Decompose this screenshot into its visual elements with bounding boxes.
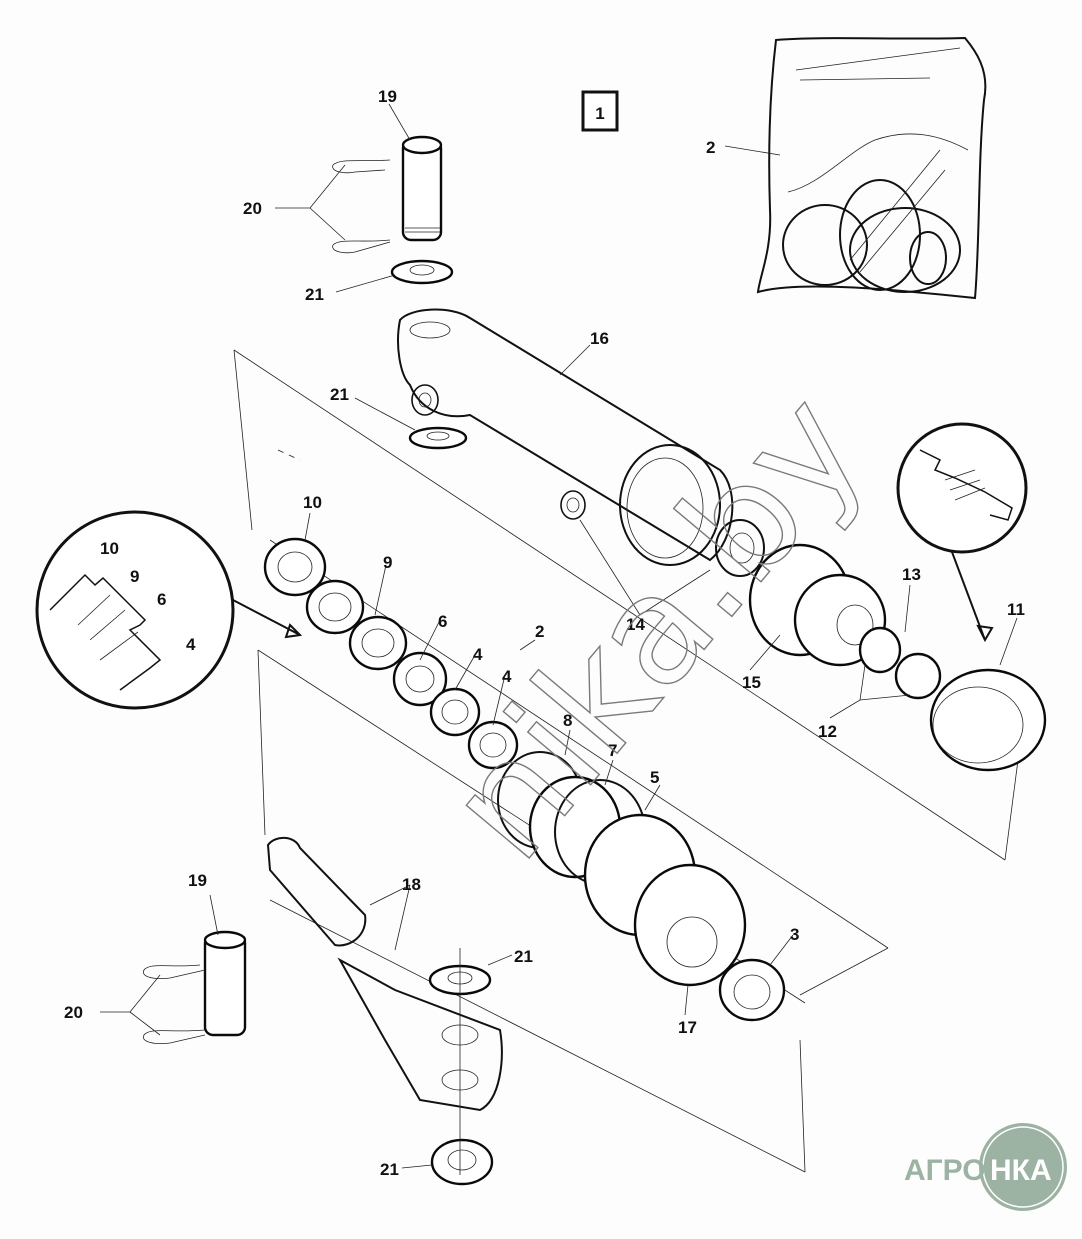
detail-label-10: 10	[100, 539, 119, 558]
callout-13: 13	[902, 565, 921, 584]
detail-label-4: 4	[186, 635, 196, 654]
callout-10: 10	[303, 493, 322, 512]
detail-label-6: 6	[157, 590, 166, 609]
callout-3: 3	[790, 925, 799, 944]
top-pin	[401, 135, 443, 242]
logo: АГРО НКА	[904, 1123, 1067, 1211]
callout-4b: 4	[502, 667, 512, 686]
callout-7: 7	[608, 741, 617, 760]
callout-2-mid: 2	[535, 622, 544, 641]
seal-kit-bag	[756, 36, 987, 300]
top-washer	[390, 259, 454, 285]
piston-assembly	[497, 751, 786, 1022]
callout-20-bot: 20	[64, 1003, 83, 1022]
bottom-pin	[203, 930, 247, 1037]
detail-circle-right	[896, 422, 1028, 643]
callout-4a: 4	[473, 645, 483, 664]
callout-19-top: 19	[378, 87, 397, 106]
callout-14: 14	[626, 615, 645, 634]
callout-21-mid: 21	[330, 385, 349, 404]
callout-labels: 19 20 21 21 16 2 10 9 6 4 4 2 14 15 13 1…	[64, 87, 1025, 1179]
callout-15: 15	[742, 673, 761, 692]
detail-circle-left	[35, 510, 303, 710]
logo-text-left: АГРО	[904, 1154, 986, 1187]
rod-seal-stack	[263, 537, 519, 770]
piston-seal-ring	[929, 668, 1047, 772]
callout-20-top: 20	[243, 199, 262, 218]
gland-rings	[858, 626, 942, 700]
callout-5: 5	[650, 768, 659, 787]
bottom-clips	[142, 964, 206, 1044]
callout-11: 11	[1007, 600, 1025, 619]
cylinder-barrel	[397, 308, 734, 566]
callout-21-top: 21	[305, 285, 324, 304]
callout-19-bot: 19	[188, 871, 207, 890]
callout-8: 8	[563, 711, 572, 730]
callout-16: 16	[590, 329, 609, 348]
callout-9: 9	[383, 553, 392, 572]
port-nut	[715, 519, 765, 577]
bottom-washers	[428, 948, 494, 1186]
callout-17: 17	[678, 1018, 697, 1037]
callout-18: 18	[402, 875, 421, 894]
callout-21-bot2: 21	[380, 1160, 399, 1179]
mid-washer	[408, 426, 468, 450]
logo-text-right: НКА	[990, 1154, 1052, 1187]
figure-number: 1	[595, 104, 604, 123]
top-clips	[332, 159, 391, 254]
callout-6: 6	[438, 612, 447, 631]
callout-21-bot1: 21	[514, 947, 533, 966]
callout-12: 12	[818, 722, 837, 741]
detail-label-9: 9	[130, 567, 139, 586]
leader-lines	[100, 103, 1018, 1169]
callout-2-bag: 2	[706, 138, 715, 157]
figure-number-box: 1	[581, 90, 619, 132]
